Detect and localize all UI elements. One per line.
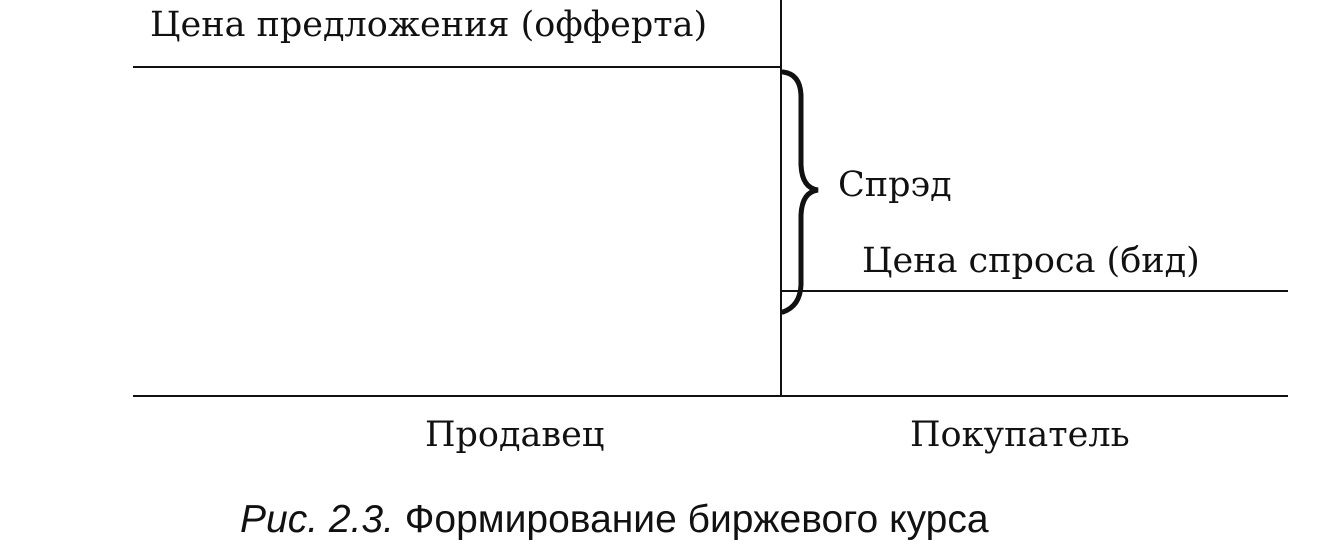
spread-label: Спрэд — [838, 165, 952, 205]
bid-price-label: Цена спроса (бид) — [862, 241, 1200, 281]
spread-brace — [780, 69, 819, 315]
seller-label: Продавец — [425, 415, 605, 455]
figure-number: Рис. 2.3. — [240, 498, 394, 541]
figure-title: Формирование биржевого курса — [404, 498, 989, 541]
buyer-label: Покупатель — [910, 415, 1130, 455]
figure-caption: Рис. 2.3. Формирование биржевого курса — [240, 500, 989, 539]
offer-price-label: Цена предложения (офферта) — [150, 5, 708, 45]
